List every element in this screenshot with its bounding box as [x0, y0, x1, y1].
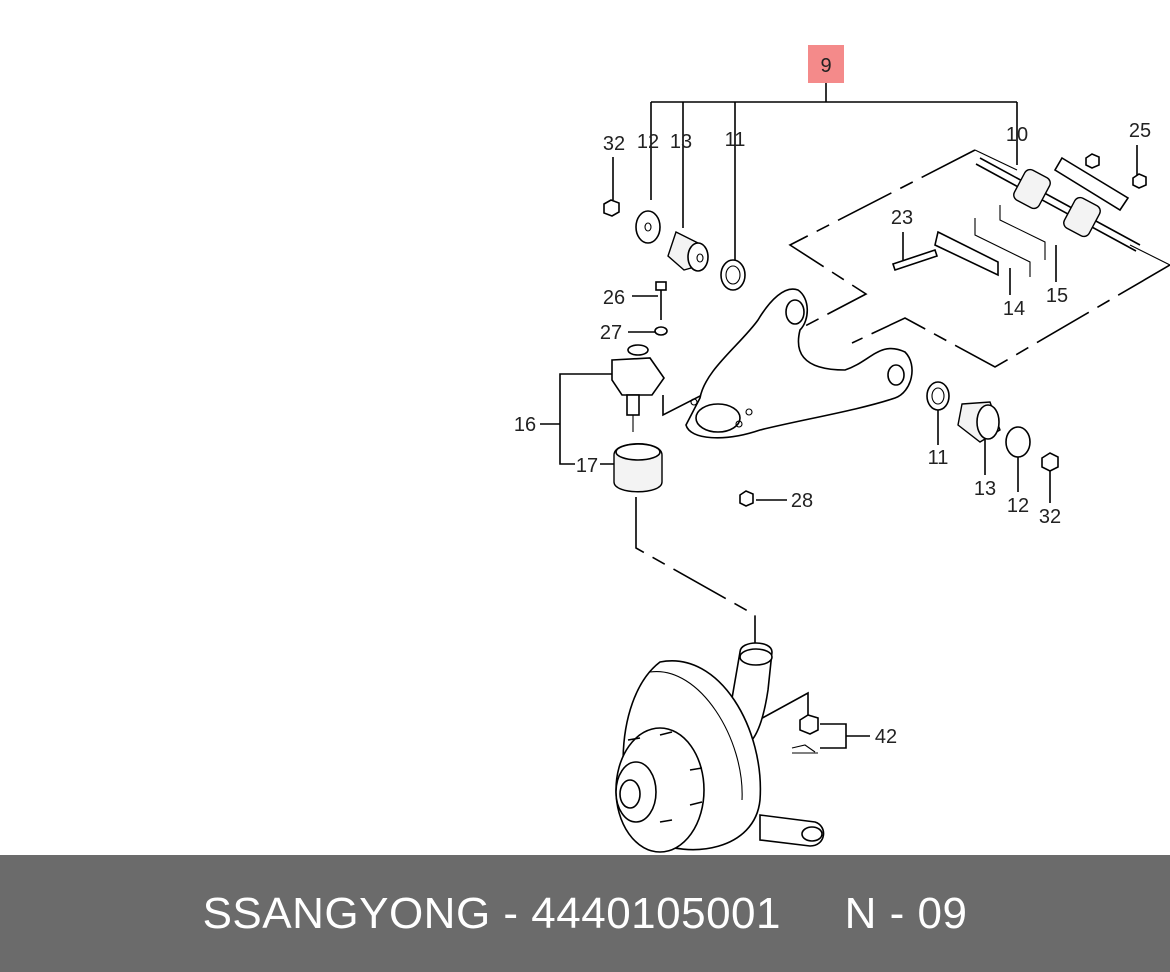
leader-lines: [540, 145, 1138, 749]
callout-15[interactable]: 15: [1046, 285, 1068, 307]
nut-28: [739, 490, 754, 507]
nut-32-top: [603, 199, 620, 217]
callout-27[interactable]: 27: [600, 322, 622, 344]
washer-12-right: [1005, 426, 1031, 458]
callout-16[interactable]: 16: [514, 414, 536, 436]
callout-13-right[interactable]: 13: [974, 478, 996, 500]
footer-caption: SSANGYONG - 4440105001 N - 09: [202, 888, 968, 938]
shims: [891, 205, 1046, 277]
washer-12-top: [635, 210, 661, 244]
callout-9[interactable]: 9: [820, 55, 831, 77]
callout-42[interactable]: 42: [875, 726, 897, 748]
assembly-bracket: [650, 83, 1018, 262]
castle-nut-42: [791, 714, 819, 754]
ball-joint-assembly: [611, 281, 668, 493]
callout-28[interactable]: 28: [791, 490, 813, 512]
bracket-plate: [1053, 156, 1130, 212]
parts-diagram: 9 32 12 13 11 10 25 23 14 15 26 27 16 17…: [514, 45, 1170, 853]
callout-23[interactable]: 23: [891, 207, 913, 229]
shaft-assembly: [975, 153, 1147, 252]
ball-joint-16: [611, 357, 665, 396]
callout-25[interactable]: 25: [1129, 120, 1151, 142]
washer-27: [654, 326, 668, 336]
callout-12-top[interactable]: 12: [637, 131, 659, 153]
seal-11-top: [720, 259, 746, 291]
knuckle-hub-assembly: [615, 642, 825, 853]
guide-lines: [635, 149, 1170, 724]
callout-11-top[interactable]: 11: [725, 129, 746, 151]
callout-13-top[interactable]: 13: [670, 131, 692, 153]
footer-bar: SSANGYONG - 4440105001 N - 09: [0, 855, 1170, 972]
bolt-23: [891, 248, 939, 272]
callout-10[interactable]: 10: [1006, 124, 1028, 146]
callout-26[interactable]: 26: [603, 287, 625, 309]
bushing-set-left: [603, 199, 746, 291]
callout-11-right[interactable]: 11: [928, 447, 949, 469]
nut-32-right: [1041, 452, 1059, 472]
shim-plate-14: [934, 230, 999, 277]
callout-9-highlight[interactable]: [808, 45, 844, 83]
callout-17[interactable]: 17: [576, 455, 598, 477]
bushing-set-right: [926, 381, 1059, 472]
callout-12-right[interactable]: 12: [1007, 495, 1029, 517]
seal-11-right: [926, 381, 950, 411]
nut-25-b: [1132, 173, 1147, 189]
nut-25-a: [1085, 153, 1100, 169]
callout-14[interactable]: 14: [1003, 298, 1025, 320]
callout-32-right[interactable]: 32: [1039, 506, 1061, 528]
callout-32-top[interactable]: 32: [603, 133, 625, 155]
upper-control-arm: [685, 288, 913, 439]
